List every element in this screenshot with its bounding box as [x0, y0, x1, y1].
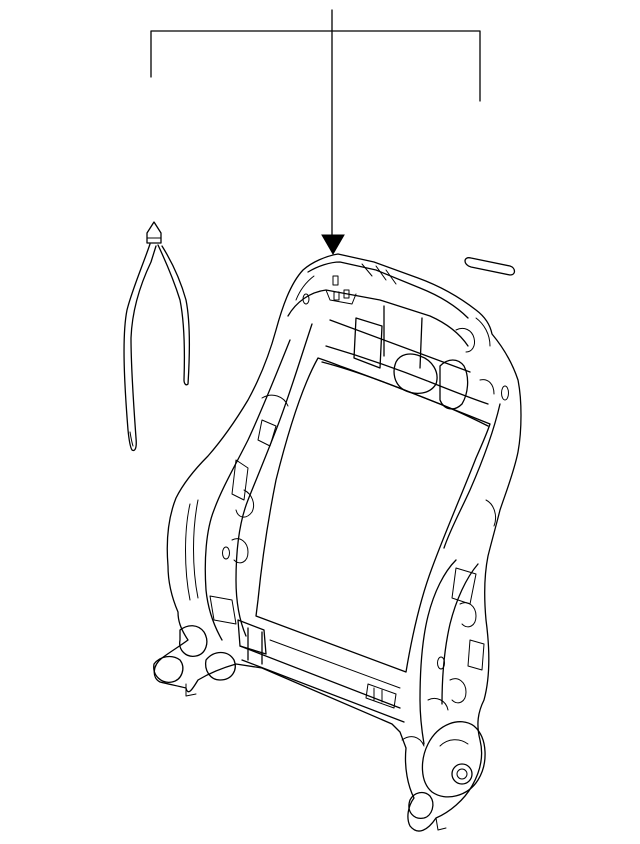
callout-bracket-icon	[150, 9, 481, 255]
arrowhead-icon	[321, 234, 345, 255]
seat-back-frame-icon	[153, 253, 522, 832]
clip-strap-icon	[123, 221, 190, 452]
plug-pin-icon	[464, 257, 516, 276]
